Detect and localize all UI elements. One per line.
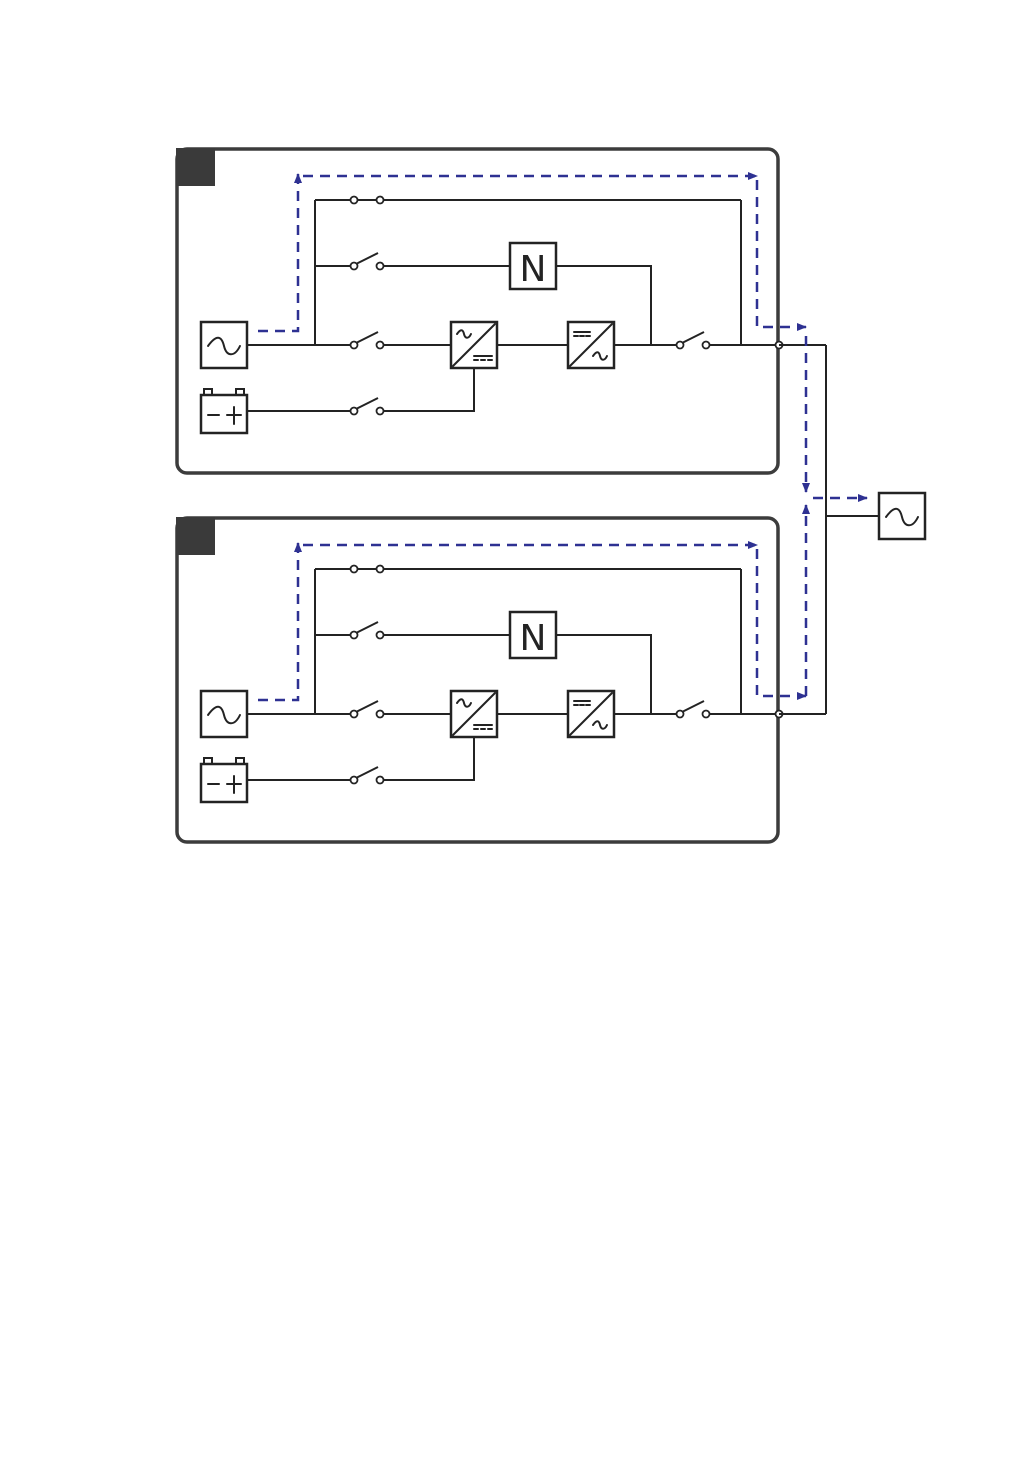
battery-icon [201, 389, 247, 433]
maintenance-bypass-switch [351, 566, 384, 573]
rectifier-input-switch [351, 701, 384, 718]
inverter-icon [568, 322, 614, 368]
module-2: N [176, 517, 806, 842]
inverter-icon [568, 691, 614, 737]
flow-arrow-up [258, 174, 298, 331]
battery-switch [351, 398, 384, 415]
rectifier-input-switch [351, 332, 384, 349]
battery-icon [201, 758, 247, 802]
rectifier-icon [451, 691, 497, 737]
module-frame [177, 518, 778, 842]
flow-arrow-up [258, 543, 298, 700]
battery-switch [351, 767, 384, 784]
module-frame [177, 149, 778, 473]
bypass-n-box: N [510, 243, 556, 290]
maintenance-bypass-switch [351, 197, 384, 204]
module-tag [176, 148, 215, 186]
load-icon [879, 493, 925, 539]
module-1: N [176, 148, 806, 473]
flow-arrow-right [757, 180, 806, 327]
rectifier-icon [451, 322, 497, 368]
module-tag [176, 517, 215, 555]
bypass-n-box: N [510, 612, 556, 659]
bypass-symbol: N [520, 618, 547, 659]
output-switch [677, 332, 710, 349]
ac-source-icon [201, 691, 247, 737]
static-bypass-switch [351, 622, 384, 639]
output-switch [677, 701, 710, 718]
static-bypass-switch [351, 253, 384, 270]
ac-source-icon [201, 322, 247, 368]
bypass-symbol: N [520, 249, 547, 290]
flow-arrow-right [757, 549, 806, 696]
